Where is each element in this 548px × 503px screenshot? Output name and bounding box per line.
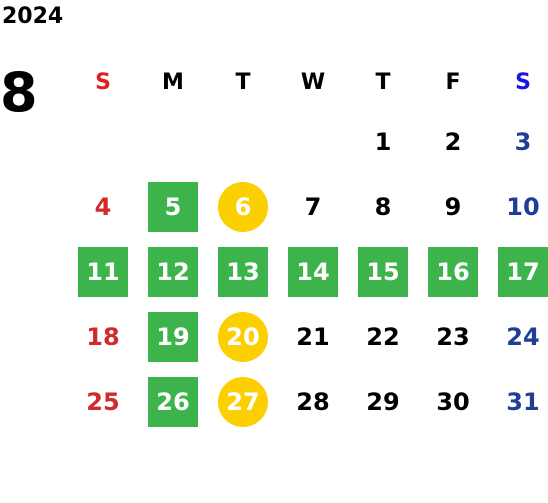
day-number: 23 [436,322,470,351]
day-cell[interactable]: 28 [278,369,348,434]
day-cell[interactable]: 5 [138,174,208,239]
day-number: 29 [366,387,400,416]
day-cell[interactable]: 7 [278,174,348,239]
day-number: 24 [506,322,540,351]
day-cell[interactable]: 1 [348,109,418,174]
weekday-header: T [375,69,391,95]
empty-day-cell [68,109,138,174]
day-number: 27 [218,376,268,427]
day-number: 11 [78,246,128,297]
weekday-header: M [162,69,184,95]
day-number: 18 [86,322,120,351]
day-cell[interactable]: 21 [278,304,348,369]
empty-day-cell [208,109,278,174]
day-number: 19 [148,311,198,362]
day-cell[interactable]: 16 [418,239,488,304]
weekday-header: S [515,69,531,95]
day-cell[interactable]: 17 [488,239,548,304]
weekday-header: S [95,69,111,95]
day-cell[interactable]: 2 [418,109,488,174]
day-number: 30 [436,387,470,416]
day-number: 9 [444,192,462,221]
day-cell[interactable]: 27 [208,369,278,434]
day-cell[interactable]: 3 [488,109,548,174]
day-number: 4 [94,192,112,221]
day-cell[interactable]: 26 [138,369,208,434]
day-number: 17 [498,246,548,297]
day-number: 13 [218,246,268,297]
day-cell[interactable]: 11 [68,239,138,304]
day-cell[interactable]: 13 [208,239,278,304]
day-number: 15 [358,246,408,297]
day-number: 31 [506,387,540,416]
day-number: 12 [148,246,198,297]
day-cell[interactable]: 25 [68,369,138,434]
year-label: 2024 [2,4,64,29]
day-cell[interactable]: 24 [488,304,548,369]
day-number: 26 [148,376,198,427]
day-number: 7 [304,192,322,221]
day-cell[interactable]: 14 [278,239,348,304]
day-cell[interactable]: 12 [138,239,208,304]
day-number: 22 [366,322,400,351]
day-number: 21 [296,322,330,351]
day-cell[interactable]: 22 [348,304,418,369]
weekday-header: F [445,69,461,95]
day-cell[interactable]: 30 [418,369,488,434]
day-cell[interactable]: 9 [418,174,488,239]
day-number: 10 [506,192,540,221]
day-number: 3 [514,127,532,156]
day-number: 16 [428,246,478,297]
day-cell[interactable]: 15 [348,239,418,304]
weekday-header: T [235,69,251,95]
month-label: 8 [0,61,38,124]
day-number: 8 [374,192,392,221]
day-number: 2 [444,127,462,156]
day-cell[interactable]: 31 [488,369,548,434]
day-cell[interactable]: 8 [348,174,418,239]
empty-day-cell [278,109,348,174]
day-cell[interactable]: 10 [488,174,548,239]
day-cell[interactable]: 4 [68,174,138,239]
day-number: 14 [288,246,338,297]
day-number: 25 [86,387,120,416]
day-cell[interactable]: 19 [138,304,208,369]
day-cell[interactable]: 18 [68,304,138,369]
day-number: 6 [218,181,268,232]
day-number: 28 [296,387,330,416]
empty-day-cell [138,109,208,174]
day-number: 20 [218,311,268,362]
day-cell[interactable]: 20 [208,304,278,369]
day-cell[interactable]: 23 [418,304,488,369]
day-cell[interactable]: 6 [208,174,278,239]
day-number: 1 [374,127,392,156]
day-cell[interactable]: 29 [348,369,418,434]
day-number: 5 [148,181,198,232]
weekday-header: W [300,69,326,95]
